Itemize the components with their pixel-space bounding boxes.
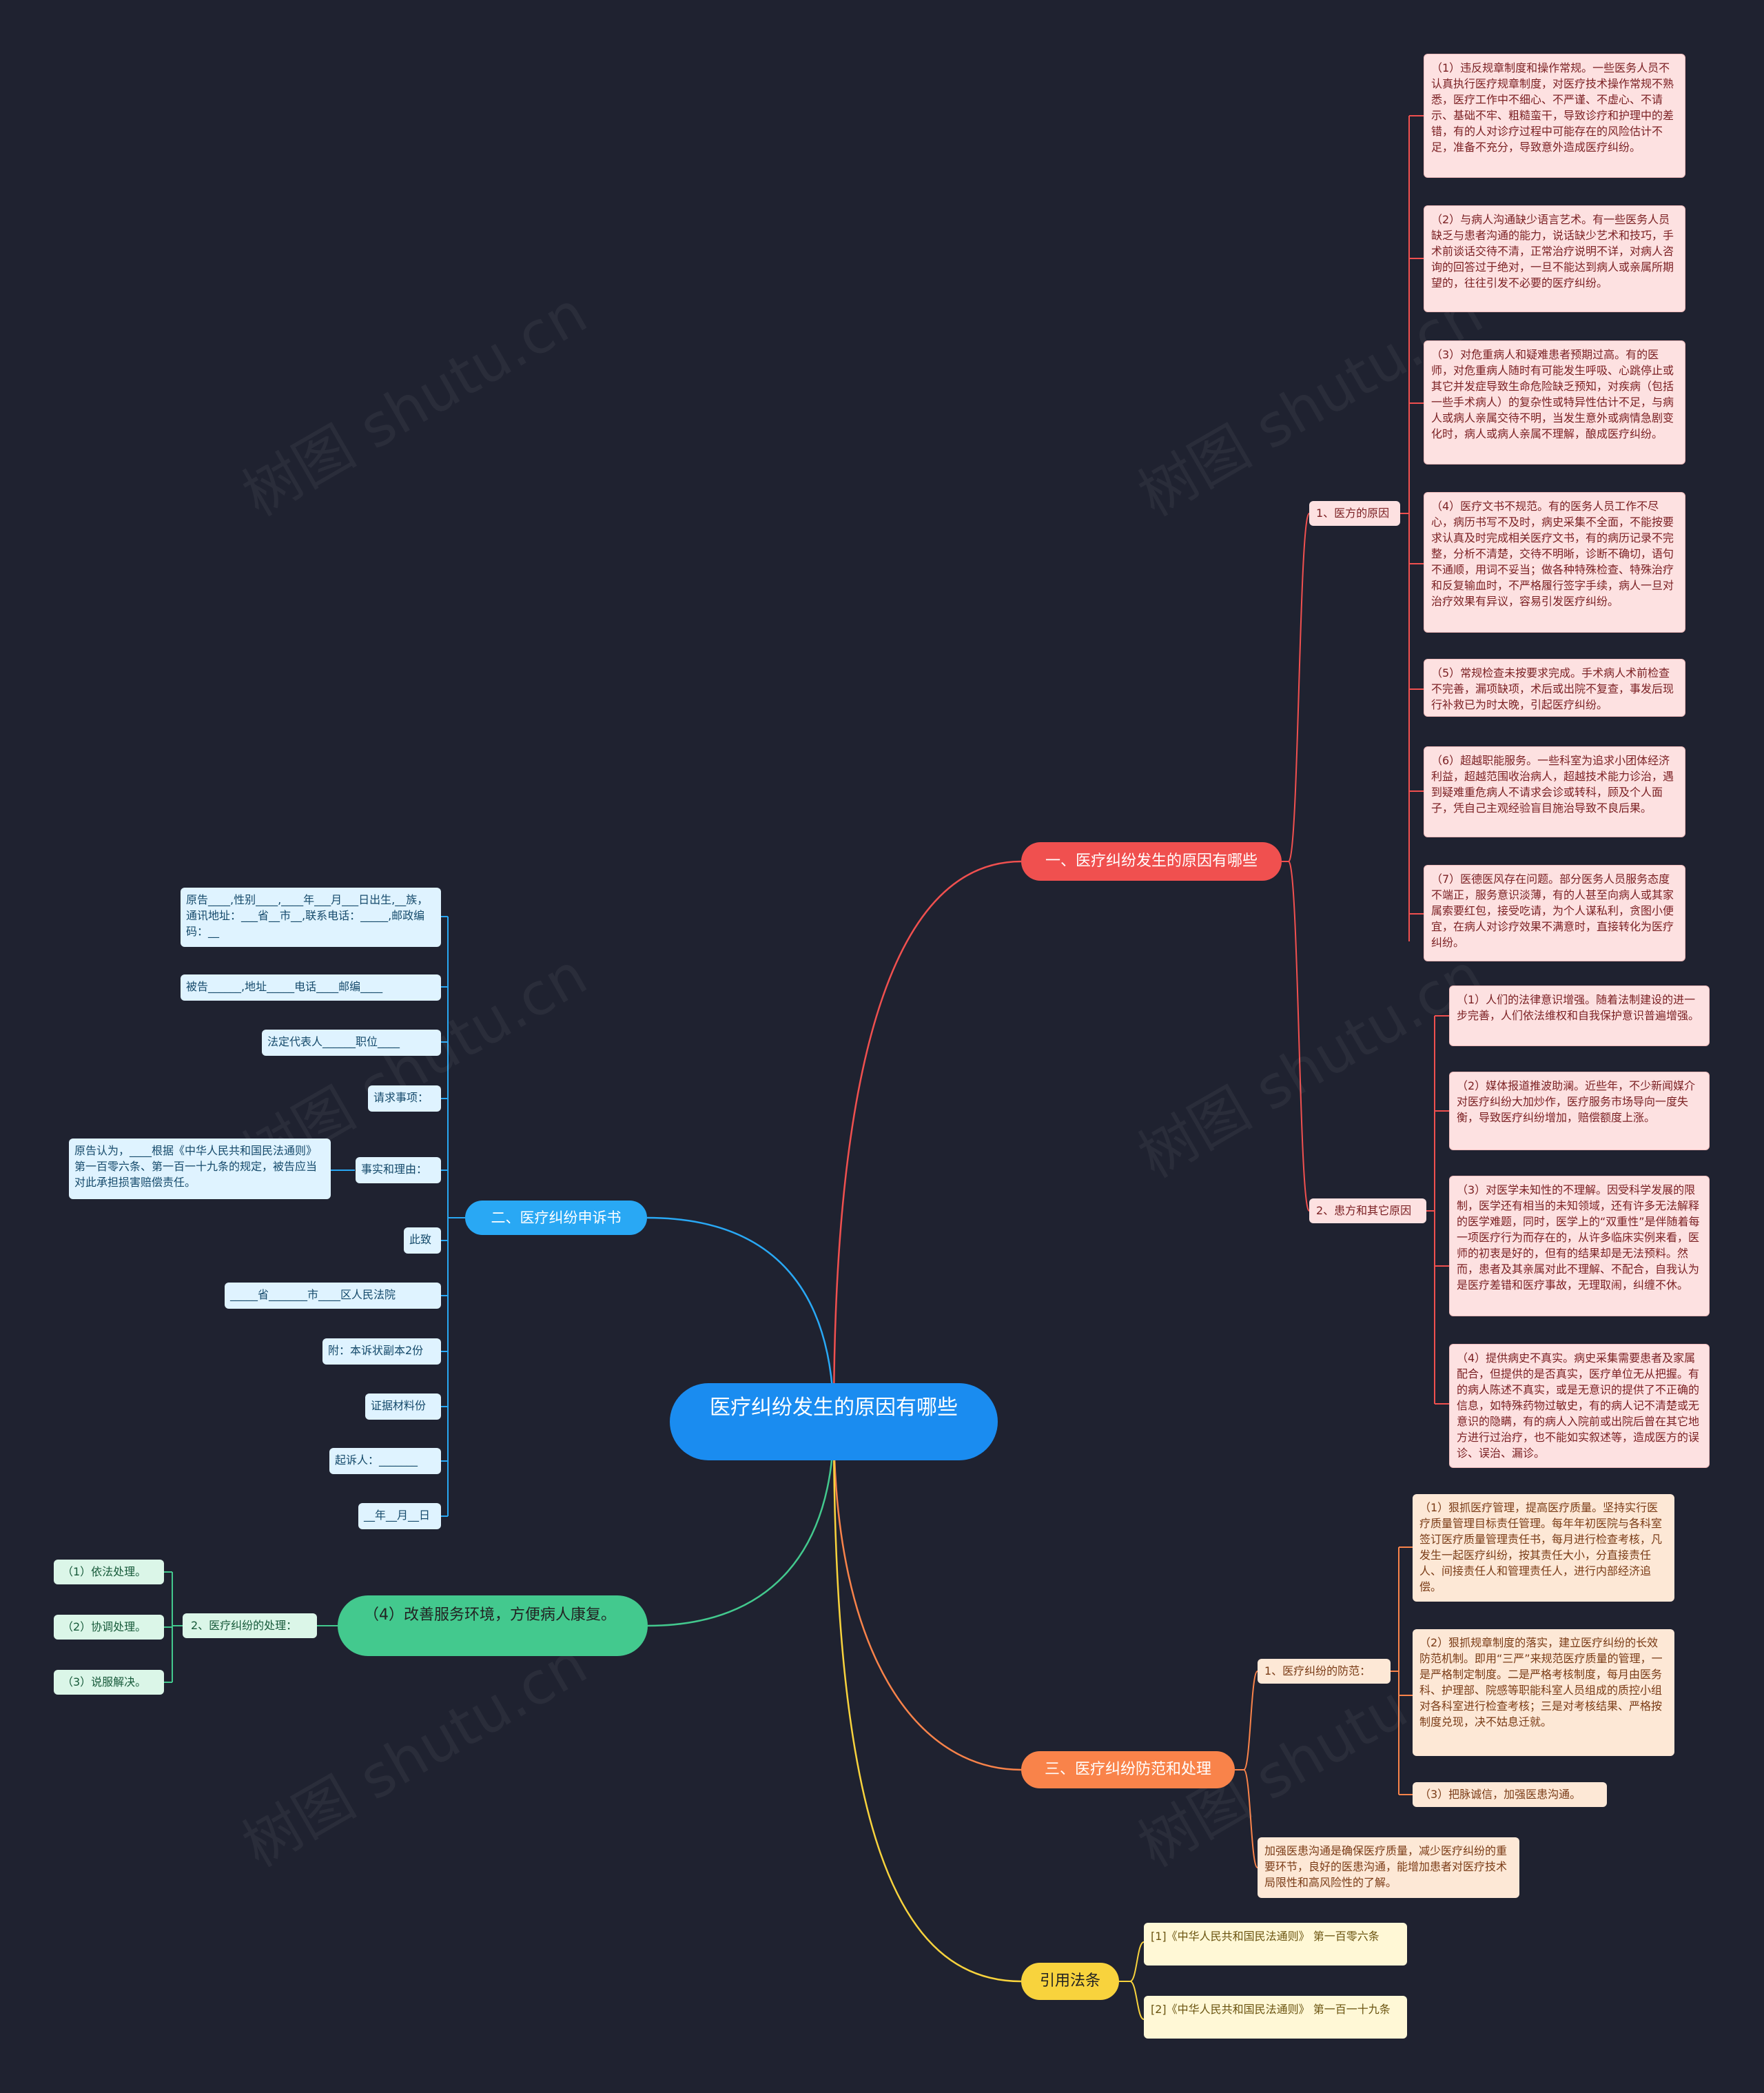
connector-branch1: [832, 860, 1022, 1422]
cited-law-item[interactable]: [1]《中华人民共和国民法通则》 第一百零六条: [1144, 1923, 1407, 1966]
branch-cited-laws[interactable]: 引用法条: [1021, 1963, 1119, 2000]
connector-branch5: [832, 1421, 1022, 1983]
connector-branch2: [646, 1216, 835, 1422]
doctor-causes-node[interactable]: 1、医方的原因: [1309, 501, 1400, 526]
branch-causes[interactable]: 一、医疗纠纷发生的原因有哪些: [1021, 842, 1282, 881]
complaint-item[interactable]: __年__月__日: [358, 1503, 441, 1529]
complaint-item[interactable]: 被告______,地址_____电话____邮编____: [181, 974, 441, 1001]
prevention-item[interactable]: （2）狠抓规章制度的落实，建立医疗纠纷的长效防范机制。即用“三严”来规范医疗质量…: [1413, 1629, 1674, 1756]
complaint-item[interactable]: 此致: [404, 1227, 441, 1254]
complaint-item[interactable]: 原告____,性别____,____年___月___日出生,__族，通讯地址：_…: [181, 888, 441, 947]
complaint-item[interactable]: 附：本诉状副本2份: [322, 1338, 441, 1365]
branch-complaint[interactable]: 二、医疗纠纷申诉书: [465, 1201, 647, 1235]
handling-node[interactable]: 2、医疗纠纷的处理：: [183, 1613, 317, 1638]
communication-note[interactable]: 加强医患沟通是确保医疗质量，减少医疗纠纷的重要环节，良好的医患沟通，能增加患者对…: [1258, 1837, 1519, 1898]
patient-cause-item[interactable]: （4）提供病史不真实。病史采集需要患者及家属配合，但提供的是否真实，医疗单位无从…: [1449, 1344, 1710, 1468]
doctor-cause-item[interactable]: （7）医德医风存在问题。部分医务人员服务态度不端正，服务意识淡薄，有的人甚至向病…: [1424, 865, 1685, 961]
connector-branch4: [832, 1421, 1022, 1771]
patient-causes-node[interactable]: 2、患方和其它原因: [1309, 1198, 1426, 1223]
doctor-cause-item[interactable]: （5）常规检查未按要求完成。手术病人术前检查不完善，漏项缺项，术后或出院不复查，…: [1424, 659, 1685, 717]
patient-cause-item[interactable]: （2）媒体报道推波助澜。近些年，不少新闻媒介对医疗纠纷大加炒作，医疗服务市场导向…: [1449, 1072, 1710, 1150]
patient-cause-item[interactable]: （1）人们的法律意识增强。随着法制建设的进一步完善，人们依法维权和自我保护意识普…: [1449, 986, 1710, 1046]
branch-prevention-handling[interactable]: 三、医疗纠纷防范和处理: [1021, 1751, 1235, 1788]
branch-service-environment[interactable]: （4）改善服务环境，方便病人康复。: [338, 1595, 648, 1656]
complaint-item[interactable]: 请求事项：: [368, 1085, 441, 1112]
doctor-cause-item[interactable]: （2）与病人沟通缺少语言艺术。有一些医务人员缺乏与患者沟通的能力，说话缺少艺术和…: [1424, 205, 1685, 312]
complaint-item[interactable]: 法定代表人______职位____: [262, 1030, 441, 1056]
complaint-item[interactable]: _____省_______市____区人民法院: [225, 1283, 441, 1309]
doctor-cause-item[interactable]: （1）违反规章制度和操作常规。一些医务人员不认真执行医疗规章制度，对医疗技术操作…: [1424, 54, 1685, 178]
patient-cause-item[interactable]: （3）对医学未知性的不理解。因受科学发展的限制，医学还有相当的未知领域，还有许多…: [1449, 1176, 1710, 1316]
handling-item[interactable]: （3）说服解决。: [54, 1670, 164, 1695]
complaint-item[interactable]: 证据材料份: [365, 1393, 441, 1420]
prevention-item[interactable]: （3）把脉诚信，加强医患沟通。: [1413, 1782, 1607, 1807]
doctor-cause-item[interactable]: （6）超越职能服务。一些科室为追求小团体经济利益，超越范围收治病人，超越技术能力…: [1424, 746, 1685, 837]
cited-law-item[interactable]: [2]《中华人民共和国民法通则》 第一百一十九条: [1144, 1996, 1407, 2039]
handling-item[interactable]: （2）协调处理。: [54, 1615, 164, 1640]
complaint-item[interactable]: 起诉人：_______: [329, 1448, 441, 1474]
connector-branch3: [647, 1421, 835, 1627]
complaint-reason-detail[interactable]: 原告认为，____根据《中华人民共和国民法通则》第一百零六条、第一百一十九条的规…: [69, 1139, 331, 1199]
doctor-cause-item[interactable]: （4）医疗文书不规范。有的医务人员工作不尽心，病历书写不及时，病史采集不全面，不…: [1424, 492, 1685, 633]
prevention-node[interactable]: 1、医疗纠纷的防范：: [1258, 1659, 1391, 1684]
root-topic[interactable]: 医疗纠纷发生的原因有哪些: [670, 1383, 998, 1460]
complaint-reason-node[interactable]: 事实和理由：: [356, 1157, 441, 1183]
prevention-item[interactable]: （1）狠抓医疗管理，提高医疗质量。坚持实行医疗质量管理目标责任管理。每年年初医院…: [1413, 1494, 1674, 1602]
handling-item[interactable]: （1）依法处理。: [54, 1560, 164, 1584]
doctor-cause-item[interactable]: （3）对危重病人和疑难患者预期过高。有的医师，对危重病人随时有可能发生呼吸、心跳…: [1424, 340, 1685, 464]
